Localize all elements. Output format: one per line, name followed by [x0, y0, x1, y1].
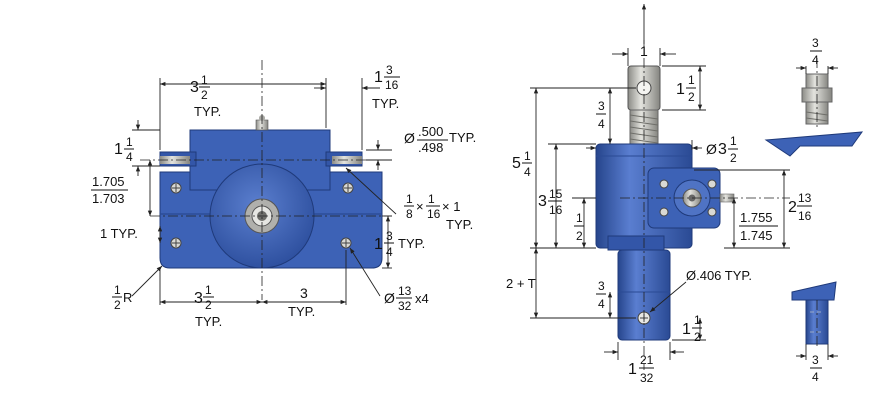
bore-upper: .500: [418, 124, 443, 139]
tube-offset-den: 4: [598, 297, 605, 311]
front-view: 3 1 2 TYP. 1 3 16 TYP. Ø .500 .498 TYP. …: [91, 60, 476, 329]
base-height-den: 4: [386, 245, 393, 259]
detail-top-num: 3: [812, 36, 819, 50]
keyway-times: ×: [416, 199, 424, 214]
flange-bolt-3: [659, 207, 669, 217]
bore-note: TYP.: [449, 130, 476, 145]
lower-collar: [607, 235, 665, 251]
bore-prefix: Ø: [404, 130, 415, 146]
base-height-num: 3: [386, 229, 393, 243]
overall-height-den: 4: [524, 165, 531, 179]
top-width-whole: 3: [190, 79, 199, 96]
lower-offset-num: 1: [576, 211, 583, 225]
mount-holes-suffix: x4: [415, 291, 429, 306]
keyway-n2: 1: [428, 192, 435, 206]
body-diameter-prefix: Ø: [706, 141, 717, 157]
keyway-d2: 16: [427, 207, 441, 221]
base-height-whole: 1: [374, 236, 383, 253]
flange-bolt-4: [707, 207, 717, 217]
travel-label: 2 + T: [506, 276, 536, 291]
detail-top-den: 4: [812, 53, 819, 67]
clevis-height-num: 1: [688, 73, 695, 87]
body-diameter-den: 2: [730, 151, 737, 165]
left-span-num: 1: [205, 283, 212, 297]
shaft-center-lower: 1.745: [740, 228, 773, 243]
left-span-den: 2: [205, 298, 212, 312]
keyway-note: TYP.: [446, 217, 473, 232]
tube-diameter-num: 21: [640, 353, 654, 367]
top-width-den: 2: [201, 88, 208, 102]
radius-num: 1: [114, 283, 121, 297]
flange-depth-whole: 1: [374, 69, 383, 86]
tube-end-num: 1: [694, 313, 701, 327]
center-height-upper: 1.705: [92, 174, 125, 189]
flange-bolt-2: [707, 179, 717, 189]
tube-end-whole: 1: [682, 321, 691, 338]
tube-offset-num: 3: [598, 279, 605, 293]
left-shaft-stub: [160, 156, 190, 164]
flange-height-den: 4: [126, 150, 133, 164]
top-width-note: TYP.: [194, 104, 221, 119]
top-width-num: 1: [201, 73, 208, 87]
right-span-note: TYP.: [288, 304, 315, 319]
overall-height-whole: 5: [512, 155, 521, 172]
mount-holes-num: 13: [398, 284, 412, 298]
hole-offset: 1 TYP.: [100, 226, 138, 241]
mount-holes-prefix: Ø: [384, 290, 395, 306]
right-span-whole: 3: [300, 285, 308, 301]
detail-top-plate: [764, 131, 864, 157]
keyway-n1: 1: [406, 192, 413, 206]
overall-height-num: 1: [524, 149, 531, 163]
flange-height-num: 1: [126, 135, 133, 149]
flange-depth-den: 16: [385, 78, 399, 92]
radius-den: 2: [114, 298, 121, 312]
pin-hole-label: Ø.406 TYP.: [686, 268, 752, 283]
clevis-height-whole: 1: [676, 81, 685, 98]
center-height-lower: 1.703: [92, 191, 125, 206]
tube-diameter-whole: 1: [628, 361, 637, 378]
lower-offset-den: 2: [576, 229, 583, 243]
upper-height-num: 15: [549, 187, 563, 201]
radius-suffix: R: [123, 290, 132, 305]
clevis-offset-num: 3: [598, 99, 605, 113]
side-view: 1 1 1 2 3 4 Ø 3 1 2 5 1 4 3 15 16 1 2 2 …: [506, 4, 812, 385]
base-height-note: TYP.: [398, 236, 425, 251]
shaft-height-num: 13: [798, 191, 812, 205]
tube-diameter-den: 32: [640, 371, 654, 385]
left-span-whole: 3: [194, 290, 203, 307]
clevis-width: 1: [640, 43, 648, 59]
shaft-height-whole: 2: [788, 199, 797, 216]
body-diameter-whole: 3: [718, 141, 727, 158]
clevis-offset-den: 4: [598, 117, 605, 131]
flange-depth-num: 3: [386, 63, 393, 77]
mount-holes-den: 32: [398, 299, 412, 313]
keyway-d1: 8: [406, 207, 413, 221]
upper-height-whole: 3: [538, 193, 547, 210]
flange-depth-note: TYP.: [372, 96, 399, 111]
upper-height-den: 16: [549, 203, 563, 217]
detail-bottom-num: 3: [812, 353, 819, 367]
detail-bottom: 3 4: [791, 281, 838, 384]
detail-bottom-den: 4: [812, 370, 819, 384]
detail-bottom-plate: [791, 281, 837, 301]
body-diameter-num: 1: [730, 134, 737, 148]
left-span-note: TYP.: [195, 314, 222, 329]
detail-top: 3 4: [764, 36, 864, 157]
flange-bolt-1: [659, 179, 669, 189]
flange-height-whole: 1: [114, 141, 123, 158]
shaft-center-upper: 1.755: [740, 210, 773, 225]
clevis-height-den: 2: [688, 90, 695, 104]
tube-end-den: 2: [694, 330, 701, 344]
shaft-height-den: 16: [798, 209, 812, 223]
bore-lower: .498: [418, 140, 443, 155]
keyway-tail: × 1: [442, 199, 460, 214]
